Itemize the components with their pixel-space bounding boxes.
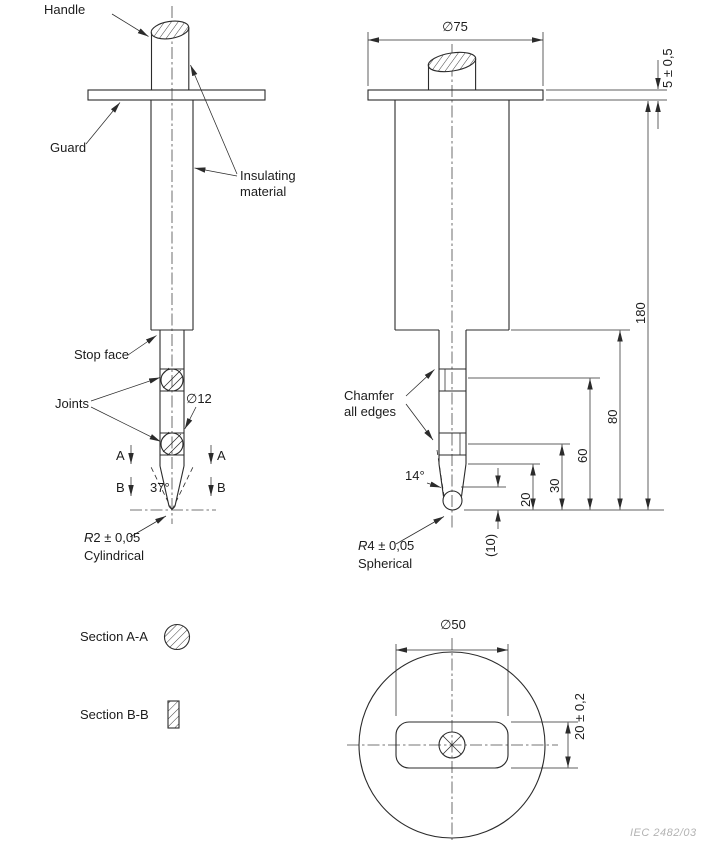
tip-radius-label: R2 ± 0,05 xyxy=(84,530,141,545)
tip-angle-label: 37° xyxy=(150,480,170,495)
front-leader-lines xyxy=(395,369,445,545)
front-body-outline xyxy=(394,100,510,331)
section-b-marker-left: B xyxy=(116,480,125,495)
guard-diameter-label: ∅75 xyxy=(442,19,468,34)
guard-thickness-label: 5 ± 0,5 xyxy=(660,48,675,88)
front-view-drawing xyxy=(367,32,667,545)
spherical-tip xyxy=(442,490,463,511)
section-plane-arrows xyxy=(128,445,214,496)
tip-shape-label: Cylindrical xyxy=(84,548,144,563)
dimension-60-label: 60 xyxy=(575,448,590,463)
dimension-180-label: 180 xyxy=(633,302,648,324)
section-b-marker-right: B xyxy=(217,480,226,495)
stop-face-label: Stop face xyxy=(74,347,129,362)
dimension-30-label: 30 xyxy=(547,478,562,493)
front-dimension-lines xyxy=(367,32,667,529)
section-a-marker-left: A xyxy=(116,448,125,463)
section-aa-label: Section A-A xyxy=(80,629,148,644)
handle-label: Handle xyxy=(44,2,86,17)
side-leader-lines xyxy=(85,13,238,538)
handle-section-view-drawing xyxy=(347,638,578,842)
front-finger-outline xyxy=(438,330,467,511)
grip-thickness-label: 20 ± 0,2 xyxy=(572,693,587,740)
front-guard-plate xyxy=(367,89,544,101)
section-bb-shape xyxy=(167,700,180,729)
front-tip-shape-label: Spherical xyxy=(358,556,413,571)
joints-label: Joints xyxy=(55,396,89,411)
side-guard-plate xyxy=(87,89,266,101)
guard-label: Guard xyxy=(50,140,87,155)
side-shaft-outline xyxy=(150,100,194,331)
dimension-10-label: (10) xyxy=(483,533,498,557)
insulating-material-label: Insulating material xyxy=(240,168,296,200)
side-handle-outline xyxy=(150,20,190,90)
bottom-dimension-lines xyxy=(395,644,578,769)
dimension-80-label: 80 xyxy=(605,409,620,424)
grip-cross-section xyxy=(395,721,509,769)
section-aa-shape xyxy=(163,623,191,651)
dimension-20-label: 20 xyxy=(518,492,533,507)
grip-diameter-label: ∅50 xyxy=(440,617,466,632)
finger-diameter-label: ∅12 xyxy=(186,391,212,406)
center-cross-circle xyxy=(438,731,466,759)
section-a-marker-right: A xyxy=(217,448,226,463)
chamfer-label: Chamfer all edges xyxy=(344,388,397,420)
front-handle-outline xyxy=(427,51,477,90)
front-tip-radius-label: R4 ± 0,05 xyxy=(358,538,415,553)
front-tip-angle-label: 14° xyxy=(405,468,425,483)
side-finger-joints xyxy=(160,367,184,456)
section-bb-label: Section B-B xyxy=(80,707,149,722)
figure-reference: IEC 2482/03 xyxy=(630,827,697,839)
side-view-drawing xyxy=(85,6,266,538)
